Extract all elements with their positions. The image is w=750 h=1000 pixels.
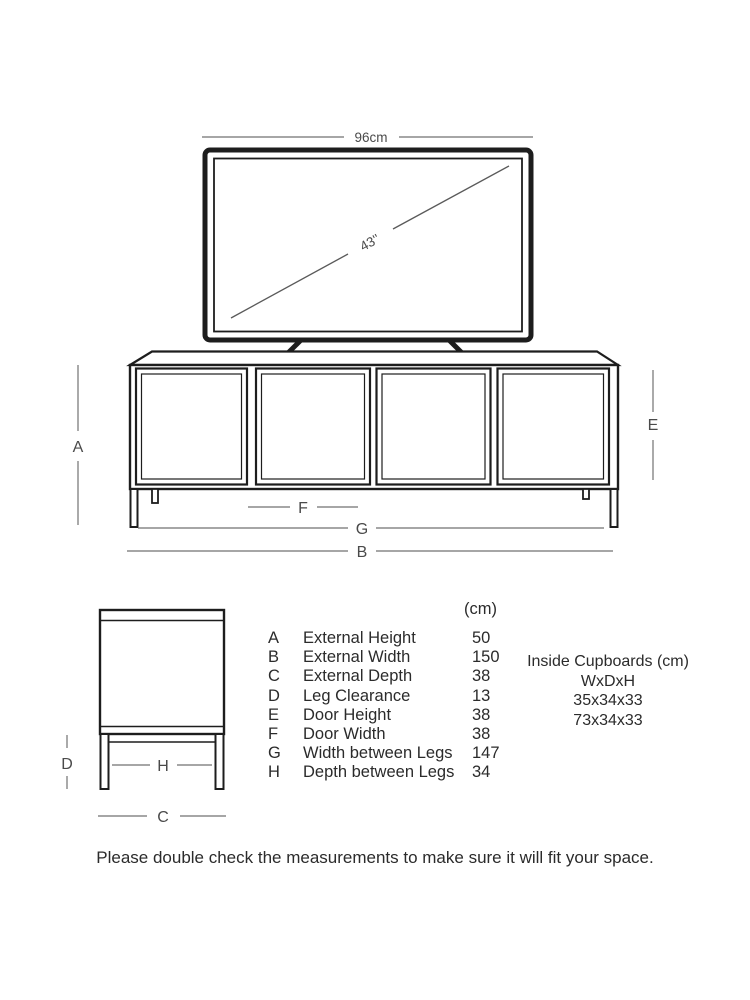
door-3-panel [381,373,486,480]
door-4-frame [496,367,611,486]
row-value: 38 [472,724,491,743]
side-view-dimensions: D H C [61,735,226,826]
cabinet-front-view [126,350,622,528]
table-row: D Leg Clearance 13 [268,687,508,706]
door-2-panel [260,373,366,480]
row-letter: B [268,648,280,667]
cabinet-door-3 [375,367,492,486]
dim-label-leg-clearance: D [61,756,73,773]
row-name: External Depth [303,667,413,686]
row-name: Door Height [303,705,392,724]
door-3-frame [375,367,492,486]
cabinet-leg-right [609,488,619,528]
front-view-dimensions: A E F G B [73,365,659,561]
cabinet-leg-left [129,488,139,528]
row-letter: C [268,667,280,686]
row-letter: F [268,724,279,743]
row-letter: D [268,686,280,705]
table-row: C External Depth 38 [268,667,508,686]
inside-cupboards-size: 35x34x33 [573,692,643,709]
cabinet-back-leg-left [151,488,159,504]
table-row: B External Width 150 [268,648,508,667]
tv-width-label: 96cm [354,130,387,145]
row-value: 34 [472,763,491,782]
dim-label-external-width: B [357,544,368,561]
measurement-note: Please double check the measurements to … [96,848,654,867]
inside-cupboards-size: 73x34x33 [573,711,643,729]
table-row: E Door Height 38 [268,706,508,725]
dim-label-external-height: A [73,439,84,456]
row-name: External Width [303,648,411,667]
door-1-panel [140,373,243,480]
inside-cupboards-dims-header: WxDxH [580,672,636,690]
measurements-rows: A External Height 50 B External Width 15… [268,629,508,783]
side-view-leg-left [99,733,110,790]
row-value: 50 [472,629,491,647]
row-name: Width between Legs [303,744,453,763]
door-4-panel [502,373,605,480]
dim-label-external-depth: C [157,809,169,826]
table-row: A External Height 50 [268,629,508,648]
dim-label-depth-between-legs: H [157,758,169,775]
dim-label-door-width: F [298,500,308,517]
row-letter: A [268,629,280,647]
tv-diagonal-line-upper [392,165,510,230]
cabinet-top-face [126,350,622,367]
table-row: G Width between Legs 147 [268,744,508,763]
row-name: External Height [303,629,416,647]
row-letter: G [268,744,281,763]
row-letter: E [268,705,280,724]
cabinet-side-view [98,608,226,790]
row-name: Leg Clearance [303,686,411,705]
inside-cupboards-block: Inside Cupboards (cm) WxDxH 35x34x33 73x… [512,652,704,730]
cabinet-door-1 [134,367,249,486]
row-letter: H [268,763,280,782]
cabinet-door-4 [496,367,611,486]
unit-header: (cm) [464,600,497,618]
row-value: 147 [472,744,500,763]
row-name: Depth between Legs [303,763,455,782]
door-2-frame [254,367,372,486]
tv-diagonal-line-lower [230,253,349,319]
row-name: Door Width [303,724,386,743]
side-view-leg-right [214,733,225,790]
cabinet-door-2 [254,367,372,486]
table-row: H Depth between Legs 34 [268,763,508,782]
row-value: 38 [472,705,491,724]
dim-label-door-height: E [648,417,659,434]
tv-front-view: 43'' [202,147,534,359]
row-value: 13 [472,686,491,705]
cabinet-back-leg-right [582,488,590,500]
table-row: F Door Width 38 [268,725,508,744]
tv-width-dimension: 96cm [202,130,533,145]
dim-label-width-between-legs: G [356,521,368,538]
row-value: 150 [472,648,500,667]
door-1-frame [134,367,249,486]
inside-cupboards-title: Inside Cupboards (cm) [527,653,689,670]
row-value: 38 [472,667,491,686]
side-view-body [98,608,226,736]
